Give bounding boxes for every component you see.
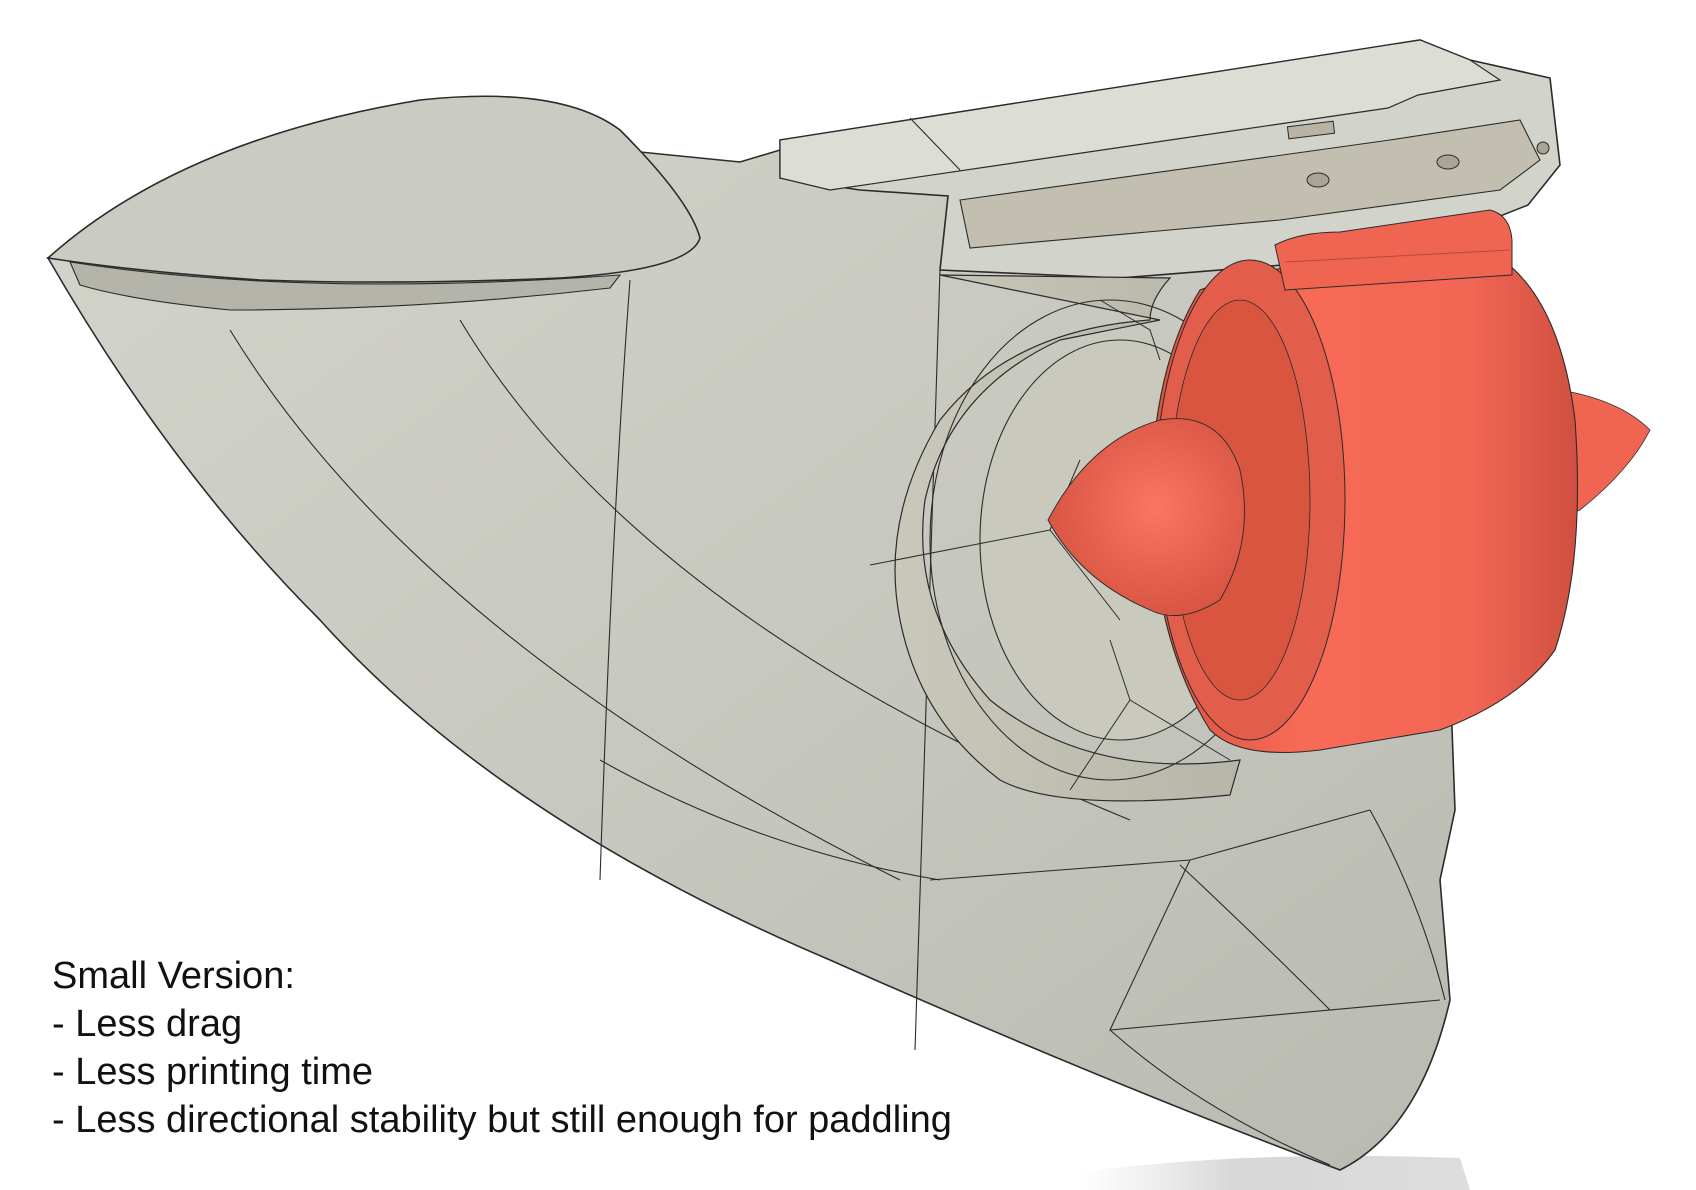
caption-bullet-printing-time: - Less printing time: [52, 1051, 374, 1093]
caption-bullet-stability: - Less directional stability but still e…: [52, 1099, 952, 1141]
mount-plate-top-face: [779, 39, 1502, 191]
mount-screw-hole-1: [1306, 172, 1330, 188]
thruster-nose-cone: [1047, 418, 1245, 617]
thruster-bracket-edge: [1284, 249, 1511, 263]
motor-pocket: [894, 274, 1241, 802]
mount-screw-hole-3: [1536, 141, 1550, 155]
mount-plate-channel: [959, 119, 1541, 249]
mount-plate-seam: [909, 117, 961, 171]
top-blade-underside: [69, 261, 622, 311]
caption-block: Small Version: - Less drag - Less printi…: [52, 952, 952, 1144]
top-blade: [46, 95, 701, 283]
fin-panel-lines: [229, 269, 1446, 1166]
pocket-facet-lines: [869, 299, 1231, 791]
mount-slot: [1286, 120, 1336, 140]
ground-shadow: [1080, 1155, 1470, 1190]
caption-bullet-drag: - Less drag: [52, 1003, 243, 1045]
thruster-mount-bracket: [1274, 209, 1513, 291]
mount-screw-hole-2: [1436, 154, 1460, 170]
caption-title: Small Version:: [52, 955, 295, 997]
